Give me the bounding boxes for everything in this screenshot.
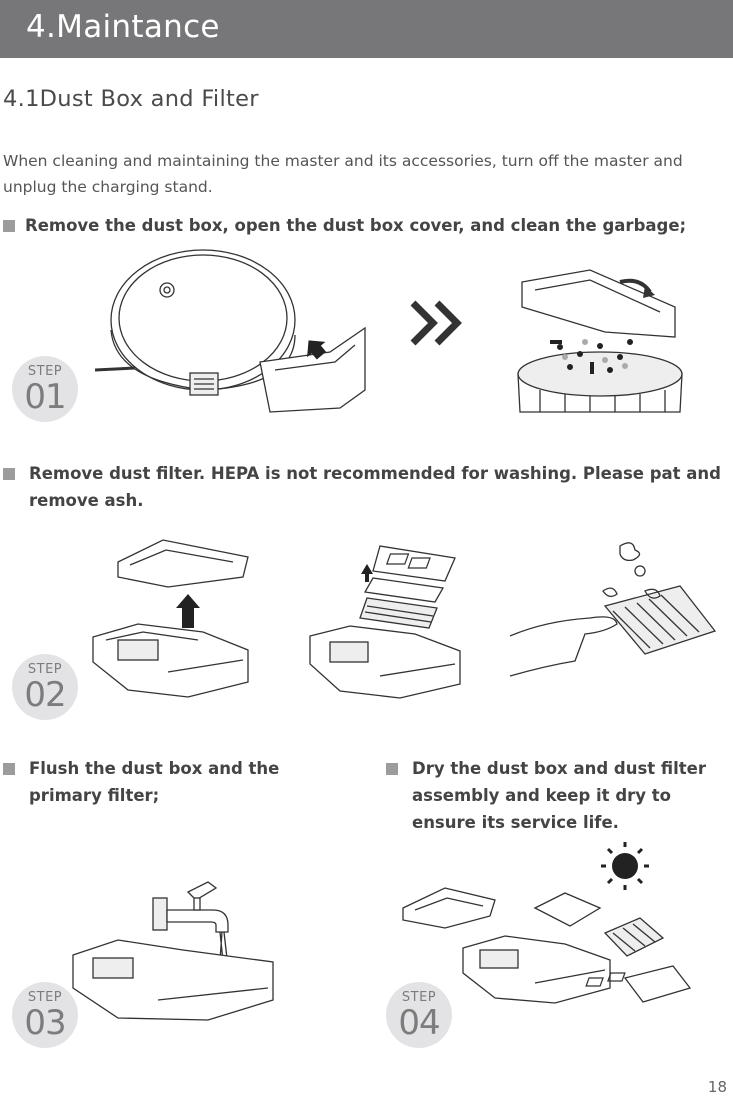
bullet-remove-dust-filter: Remove dust filter. HEPA is not recommen… <box>3 460 728 514</box>
bullet-square-icon <box>386 763 398 775</box>
section-title: 4.1Dust Box and Filter <box>3 86 259 112</box>
sun-icon <box>601 842 649 890</box>
bullet-flush-dust-box: Flush the dust box and the primary filte… <box>3 755 303 809</box>
page-number: 18 <box>707 1078 727 1096</box>
dry-parts-illustration <box>402 842 692 1004</box>
header-banner: 4.Maintance <box>0 0 733 58</box>
page-title: 4.Maintance <box>26 9 220 45</box>
bullet-remove-dust-box: Remove the dust box, open the dust box c… <box>3 212 728 239</box>
robot-vacuum-illustration <box>95 249 366 413</box>
pat-filter-illustration <box>509 542 717 677</box>
trash-bin-illustration <box>517 269 683 413</box>
bullet-square-icon <box>3 763 15 775</box>
filter-parts-illustration <box>309 545 461 699</box>
intro-text: When cleaning and maintaining the master… <box>3 152 683 196</box>
step-03-badge: STEP 03 <box>12 982 78 1048</box>
bullet-dry-dust-box: Dry the dust box and dust filter assembl… <box>386 755 731 836</box>
bullet-square-icon <box>3 220 15 232</box>
dust-box-filter-removal-illustration <box>92 539 249 698</box>
step-04-badge: STEP 04 <box>386 982 452 1048</box>
step-01-badge: STEP 01 <box>12 356 78 422</box>
chevron-right-icon <box>410 300 462 346</box>
step-02-badge: STEP 02 <box>12 654 78 720</box>
flush-with-water-illustration <box>72 881 274 1021</box>
bullet-square-icon <box>3 468 15 480</box>
